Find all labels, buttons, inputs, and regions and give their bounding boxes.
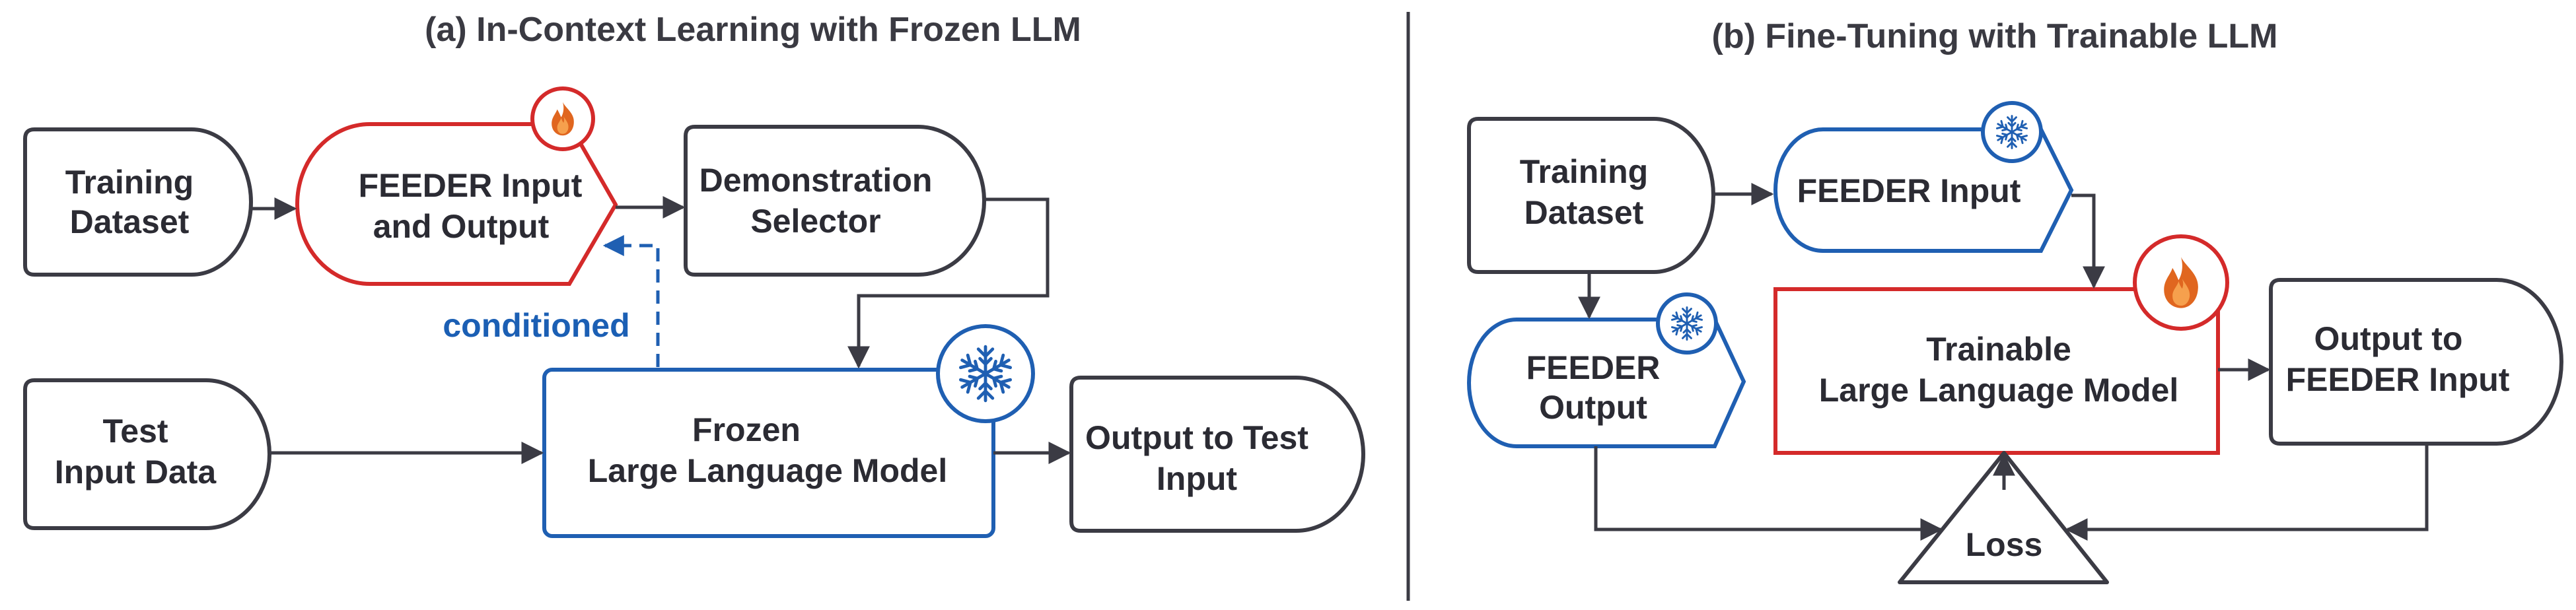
feeder-input-node: FEEDER Input — [1773, 127, 2074, 253]
snowflake-icon — [936, 324, 1035, 423]
trainable-llm-line1: Trainable — [1926, 331, 2071, 368]
snowflake-icon — [1656, 292, 1718, 355]
edge-output-to-loss — [2065, 444, 2429, 541]
output-test-node: Output to Test Input — [1069, 376, 1365, 533]
frozen-llm-node: Frozen Large Language Model — [542, 368, 995, 538]
conditioned-label: conditioned — [443, 307, 629, 344]
test-input-node: Test Input Data — [23, 378, 271, 530]
demo-selector-line1: Demonstration — [699, 162, 933, 199]
training-dataset-node-b: Training Dataset — [1467, 117, 1715, 274]
panel-b-title: (b) Fine-Tuning with Trainable LLM — [1712, 17, 2278, 55]
panel-a-title: (a) In-Context Learning with Frozen LLM — [425, 11, 1081, 49]
output-test-line1: Output to Test — [1085, 419, 1308, 456]
training-dataset-node-a: Training Dataset — [23, 127, 253, 277]
training-dataset-b-line2: Dataset — [1524, 194, 1644, 231]
trainable-llm-line2: Large Language Model — [1819, 372, 2179, 409]
training-dataset-a-line2: Dataset — [70, 203, 190, 240]
test-input-line1: Test — [102, 413, 168, 450]
training-dataset-b-line1: Training — [1520, 153, 1648, 190]
frozen-llm-line2: Large Language Model — [588, 452, 948, 489]
edge-selector-to-llm — [847, 197, 1050, 369]
snowflake-icon — [1981, 101, 2043, 163]
trainable-llm-node: Trainable Large Language Model — [1773, 287, 2220, 455]
feeder-io-line2: and Output — [373, 208, 550, 245]
demonstration-selector-node: Demonstration Selector — [684, 125, 986, 277]
feeder-input-output-node: FEEDER Input and Output — [295, 122, 618, 286]
flame-icon — [530, 86, 595, 151]
output-test-line2: Input — [1157, 460, 1238, 497]
loss-label: Loss — [1966, 526, 2043, 563]
output-feeder-line1: Output to — [2314, 320, 2463, 357]
loss-node: Loss — [1898, 451, 2109, 584]
feeder-input-label: FEEDER Input — [1797, 172, 2021, 209]
edge-conditioned — [602, 235, 660, 367]
training-dataset-a-line1: Training — [65, 164, 194, 201]
edge-feeder-output-to-loss — [1594, 446, 1943, 541]
test-input-line2: Input Data — [55, 454, 217, 491]
edge-feeder-input-to-llm — [2071, 193, 2105, 289]
feeder-io-line1: FEEDER Input — [359, 167, 583, 204]
frozen-llm-line1: Frozen — [692, 411, 801, 448]
demo-selector-line2: Selector — [750, 203, 880, 240]
output-feeder-node: Output to FEEDER Input — [2269, 278, 2563, 446]
output-feeder-line2: FEEDER Input — [2286, 361, 2510, 398]
feeder-output-line2: Output — [1539, 389, 1647, 426]
flame-icon — [2133, 234, 2229, 331]
feeder-output-line1: FEEDER — [1526, 349, 1661, 386]
